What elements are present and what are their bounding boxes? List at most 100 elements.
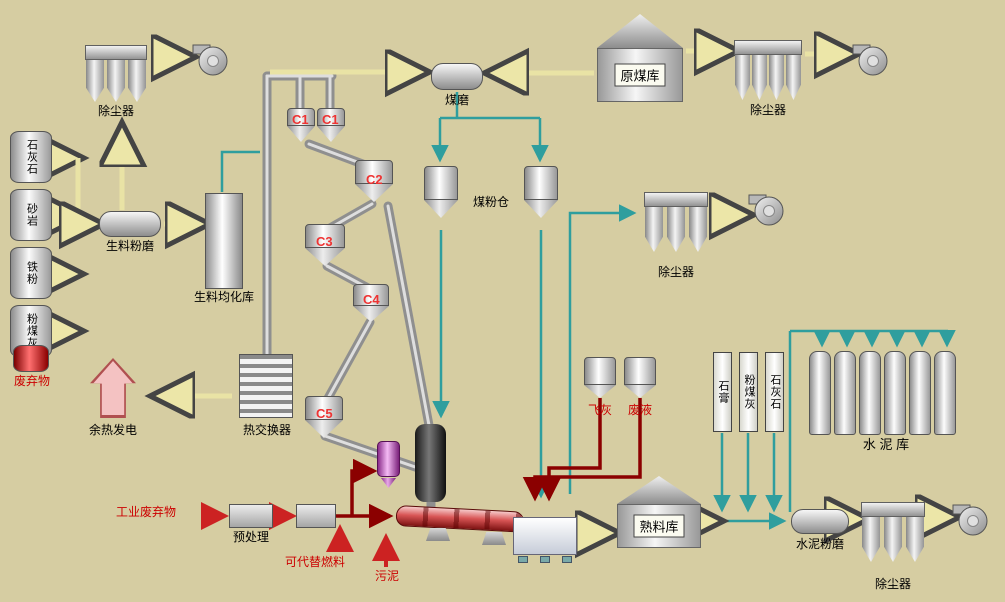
- filter-bag: [884, 517, 902, 562]
- raw-coal-store-body: 原煤库: [597, 48, 683, 102]
- cement-silo: [859, 351, 881, 435]
- cement-mill-label: 水泥粉磨: [795, 537, 844, 551]
- fly-ash-label: 飞灰: [587, 403, 612, 417]
- feed-silo-sandstone: 砂岩: [10, 189, 52, 241]
- alternative-fuel-label: 可代替燃料: [284, 555, 345, 569]
- coal-mill-label: 煤磨: [444, 93, 469, 107]
- filter-bag: [769, 55, 784, 100]
- raw-mill: [99, 211, 161, 237]
- industrial-waste-label: 工业废弃物: [115, 505, 176, 519]
- filter-bag: [906, 517, 924, 562]
- coal-mill: [431, 63, 483, 90]
- cement-silo: [834, 351, 856, 435]
- cyclone-c1a: [287, 108, 315, 142]
- clinker-store-roof: [617, 476, 701, 504]
- dust-collector-tl-label: 除尘器: [97, 104, 134, 118]
- waste-silo: [13, 345, 49, 372]
- calciner-vessel: [415, 424, 446, 502]
- homogenizing-silo: [205, 193, 243, 289]
- cyclone-c1b-label: C1: [322, 112, 339, 127]
- coal-powder-bin-label: 煤粉仓: [472, 195, 509, 209]
- cyclone-c4: [353, 284, 389, 322]
- dust-collector-middle-right: [644, 192, 708, 252]
- yellow-arrows: [54, 51, 950, 533]
- fuel-injection-vessel: [377, 441, 400, 477]
- clinker-store-body: 熟料库: [617, 504, 701, 548]
- filter-bag: [752, 55, 767, 100]
- filter-bag: [107, 60, 125, 102]
- cement-silo-bank: [809, 351, 956, 435]
- filter-bag: [128, 60, 146, 102]
- heat-exchanger: [239, 354, 293, 418]
- cyclone-c2: [355, 160, 393, 202]
- dust-collector-header: [644, 192, 708, 207]
- pretreatment-unit: [229, 504, 273, 528]
- filter-bag: [667, 207, 685, 252]
- fan-icon: [748, 194, 784, 226]
- dust-collector-top-right: [734, 40, 802, 100]
- raw-coal-store-label: 原煤库: [614, 63, 666, 87]
- feed-silo-limestone: 石灰石: [10, 131, 52, 183]
- clinker-store: 熟料库: [617, 476, 701, 548]
- additive-gypsum-label: 石膏: [717, 380, 729, 404]
- fan-icon: [192, 44, 228, 76]
- dust-collector-bottom-right: [861, 502, 925, 562]
- clinker-store-label: 熟料库: [633, 514, 685, 538]
- coal-powder-bin-right: [524, 166, 558, 218]
- dust-collector-header: [85, 45, 147, 60]
- cement-silo: [884, 351, 906, 435]
- feed-silo-iron-powder-label: 铁粉: [25, 261, 38, 285]
- feed-silo-sandstone-label: 砂岩: [25, 203, 38, 227]
- dust-collector-br-label: 除尘器: [874, 577, 911, 591]
- dust-collector-tr-label: 除尘器: [749, 103, 786, 117]
- fan-icon: [852, 44, 888, 76]
- dark-red-lines: [334, 398, 642, 529]
- filter-bag: [689, 207, 707, 252]
- cooler-wheel: [562, 556, 572, 563]
- cyclone-c3-label: C3: [316, 234, 333, 249]
- additive-limestone: 石灰石: [765, 352, 784, 432]
- cement-silo: [909, 351, 931, 435]
- dust-collector-header: [734, 40, 802, 55]
- homogenizing-silo-label: 生料均化库: [193, 290, 254, 304]
- waste-liquid-bin: [624, 357, 656, 398]
- cyclone-c2-label: C2: [366, 172, 383, 187]
- heat-exchanger-label: 热交换器: [242, 423, 291, 437]
- red-arrows: [201, 502, 400, 567]
- additive-fly-ash: 粉煤灰: [739, 352, 758, 432]
- teal-lines: [220, 92, 956, 530]
- feed-silo-fly-ash-label: 粉煤灰: [25, 313, 38, 349]
- feed-silo-iron-powder: 铁粉: [10, 247, 52, 299]
- fly-ash-bin: [584, 357, 616, 398]
- coal-powder-bin-left: [424, 166, 458, 218]
- cyclone-c3: [305, 224, 345, 266]
- cement-silo: [809, 351, 831, 435]
- fuel-injection-cone: [381, 478, 396, 488]
- cyclone-c1b: [317, 108, 345, 142]
- cooler-wheel: [540, 556, 550, 563]
- kiln-support-pier: [426, 528, 450, 541]
- waste-liquid-label: 废液: [627, 403, 652, 417]
- cement-silo: [934, 351, 956, 435]
- waste-silo-label: 废弃物: [13, 374, 50, 388]
- filter-bag: [786, 55, 801, 100]
- cyclone-c5-label: C5: [316, 406, 333, 421]
- cement-mill: [791, 509, 849, 534]
- cooler-wheel: [518, 556, 528, 563]
- waste-heat-power-label: 余热发电: [88, 423, 137, 437]
- feed-silo-limestone-label: 石灰石: [25, 139, 38, 175]
- additive-fly-ash-label: 粉煤灰: [743, 374, 755, 410]
- dust-collector-mr-label: 除尘器: [657, 265, 694, 279]
- fuel-prep-unit: [296, 504, 336, 528]
- pretreatment-label: 预处理: [232, 530, 269, 544]
- raw-mill-label: 生料粉磨: [105, 239, 154, 253]
- fan-icon: [952, 504, 988, 536]
- cyclone-c4-label: C4: [363, 292, 380, 307]
- clinker-cooler: [513, 517, 577, 555]
- filter-bag: [862, 517, 880, 562]
- kiln-support-pier: [482, 532, 506, 545]
- cyclone-c5: [305, 396, 343, 438]
- cement-silo-label: 水 泥 库: [862, 437, 910, 452]
